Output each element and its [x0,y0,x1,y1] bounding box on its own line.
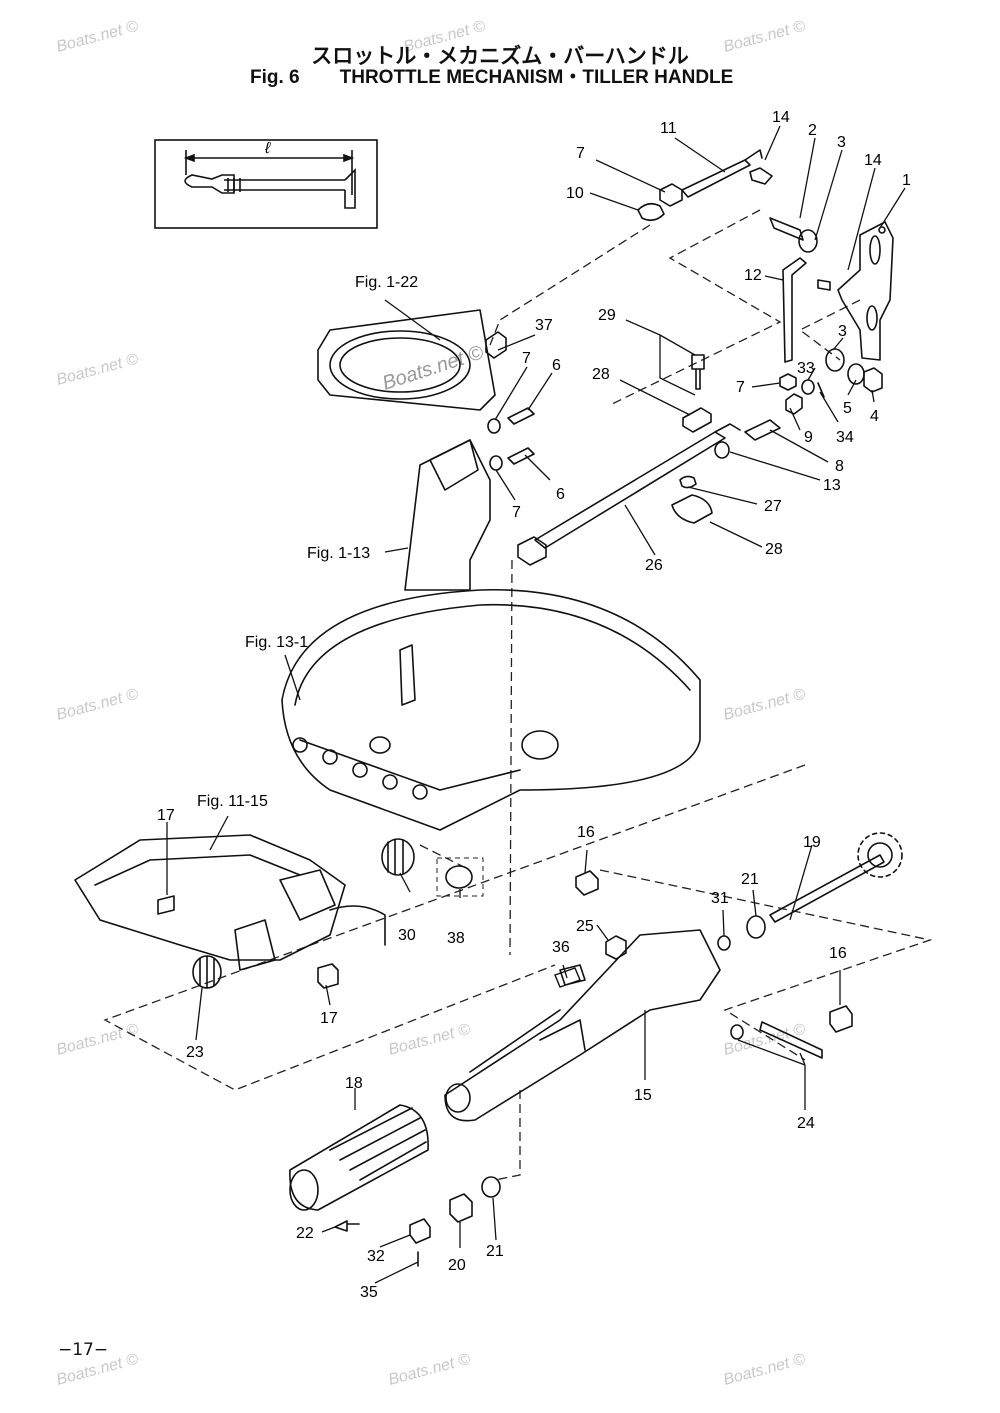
figure-references: Fig. 1-22 Fig. 1-13 Fig. 13-1 Fig. 11-15 [197,274,418,810]
callout-35: 35 [360,1284,378,1301]
callout-14: 14 [864,152,882,169]
parts-sketch [74,149,903,1267]
callout-7: 7 [522,350,531,367]
callout-20: 20 [448,1257,466,1274]
watermark: Boats.net © [722,1351,808,1389]
callout-15: 15 [634,1087,652,1104]
figure-number: Fig. 6 [250,67,300,88]
callout-25: 25 [576,918,594,935]
callout-6: 6 [556,486,565,503]
callout-21: 21 [741,871,759,888]
callout-16: 16 [577,824,595,841]
callout-32: 32 [367,1248,385,1265]
callout-3: 3 [838,323,847,340]
callout-14: 14 [772,109,790,126]
callout-5: 5 [843,400,852,417]
callout-8: 8 [835,458,844,475]
callout-28: 28 [592,366,610,383]
assembly-dashes [103,209,933,1181]
part-36-shape [554,967,581,988]
fig-ref-11-15: Fig. 11-15 [197,793,268,810]
callout-26: 26 [645,557,663,574]
callout-9: 9 [804,429,813,446]
callout-31: 31 [711,890,729,907]
callout-36: 36 [552,939,570,956]
callout-21: 21 [486,1243,504,1260]
callout-13: 13 [823,477,841,494]
callout-numbers: 14 2 3 14 1 11 7 10 12 29 37 7 6 3 33 5 … [157,109,911,1301]
callout-34: 34 [836,429,854,446]
callout-30: 30 [398,927,416,944]
watermarks: Boats.net © Boats.net © Boats.net © Boat… [55,18,808,1389]
watermark: Boats.net © [722,686,808,724]
callout-19: 19 [803,834,821,851]
callout-3: 3 [837,134,846,151]
callout-7: 7 [736,379,745,396]
title-english: Fig. 6 THROTTLE MECHANISM・TILLER HANDLE [250,62,773,89]
figure-title: THROTTLE MECHANISM・TILLER HANDLE [339,67,734,88]
callout-6: 6 [552,357,561,374]
callout-11: 11 [660,120,677,137]
callout-12: 12 [744,267,762,284]
callout-4: 4 [870,408,879,425]
callout-16: 16 [829,945,847,962]
callout-2: 2 [808,122,817,139]
inset-detail [154,139,378,229]
callout-28: 28 [765,541,783,558]
callout-24: 24 [797,1115,815,1132]
title-japanese: スロットル・メカニズム・バーハンドル [311,44,689,68]
fig-ref-1-13: Fig. 1-13 [307,545,370,562]
page-number: −17− [58,1340,109,1360]
fig-ref-1-22: Fig. 1-22 [355,274,418,291]
callout-23: 23 [186,1044,204,1061]
fig-ref-13-1: Fig. 13-1 [245,634,308,651]
callout-18: 18 [345,1075,363,1092]
callout-33: 33 [797,360,815,377]
watermark: Boats.net © [55,686,141,724]
callout-17: 17 [157,807,175,824]
callout-38: 38 [447,930,465,947]
callout-7: 7 [576,145,585,162]
callout-1: 1 [902,172,911,189]
inset-length-label: ℓ [264,140,271,157]
watermark: Boats.net © [55,1021,141,1059]
cap-38-outline [436,857,484,897]
callout-10: 10 [566,185,584,202]
callout-22: 22 [296,1225,314,1242]
callout-29: 29 [598,307,616,324]
leader-lines [166,125,906,1284]
watermark: Boats.net © [55,351,141,389]
callout-7: 7 [512,504,521,521]
callout-37: 37 [535,317,553,334]
callout-17: 17 [320,1010,338,1027]
callout-27: 27 [764,498,782,515]
watermark: Boats.net © [387,1351,473,1389]
